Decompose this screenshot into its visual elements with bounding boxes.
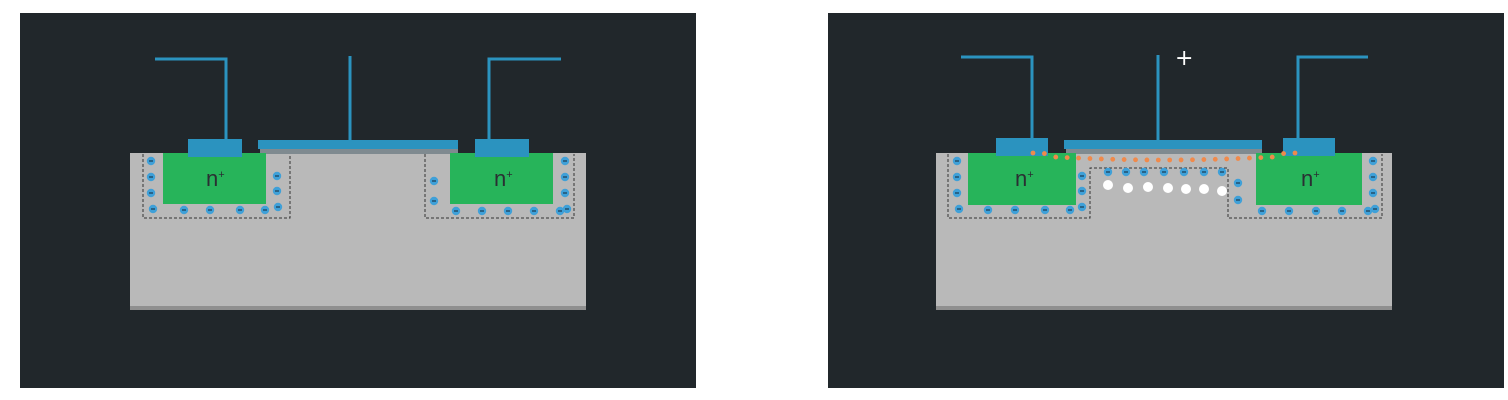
electron-icon <box>1212 156 1218 162</box>
mosfet-off-panel: n+ n+ <box>20 13 696 388</box>
electron-icon <box>1269 154 1275 160</box>
electron-icon <box>1064 155 1070 160</box>
electron-icon <box>1041 151 1047 156</box>
hole-icon <box>1123 183 1133 193</box>
electron-icon <box>1224 156 1230 162</box>
hole-icon <box>1143 182 1153 192</box>
drain-n-region <box>450 153 553 204</box>
mosfet-on-diagram: n+ n+ + <box>936 46 1392 310</box>
electron-icon <box>1235 156 1241 161</box>
electron-icon <box>1087 156 1093 161</box>
drain-wire <box>487 57 561 139</box>
source-contact <box>996 138 1048 156</box>
mosfet-off-diagram: n+ n+ <box>130 56 586 310</box>
source-label: n+ <box>1015 166 1034 191</box>
hole-icon <box>1103 180 1113 190</box>
substrate-shadow <box>130 306 586 310</box>
mosfet-on-panel: n+ n+ + <box>828 13 1504 388</box>
source-label: n+ <box>206 166 225 191</box>
drain-contact <box>1283 138 1335 156</box>
electron-icon <box>1030 150 1036 156</box>
drain-wire <box>1296 55 1368 138</box>
hole-icon <box>1163 183 1173 193</box>
depletion-boundary <box>947 154 1383 219</box>
electron-icon <box>1201 157 1207 162</box>
electron-icon <box>1144 157 1150 163</box>
depletion-charges <box>146 156 572 216</box>
electron-icon <box>1281 151 1287 156</box>
drain-depletion-boundary <box>424 154 575 219</box>
electron-icon <box>1133 157 1138 163</box>
electron-icon <box>1292 150 1298 156</box>
hole-icon <box>1199 184 1209 194</box>
electron-icon <box>1053 154 1059 160</box>
source-contact <box>188 139 242 157</box>
gate-oxide <box>1066 148 1262 154</box>
drain-contact <box>475 139 529 157</box>
substrate-shadow <box>936 306 1392 310</box>
drain-label: n+ <box>1301 166 1320 191</box>
hole-icon <box>1217 186 1227 196</box>
electron-icon <box>1121 157 1127 162</box>
electron-icon <box>1258 155 1264 160</box>
gate-oxide <box>260 148 458 154</box>
source-wire <box>155 57 228 139</box>
electron-icon <box>1110 156 1116 162</box>
electron-icon <box>1098 156 1104 162</box>
carriers <box>952 150 1380 216</box>
hole-icon <box>1181 184 1191 194</box>
gate-electrode <box>258 140 458 149</box>
gate-electrode <box>1064 140 1262 149</box>
source-n-region <box>163 153 266 204</box>
electron-icon <box>1247 155 1252 161</box>
source-wire <box>961 55 1034 138</box>
electron-icon <box>1167 157 1173 163</box>
electron-icon <box>1178 157 1184 163</box>
source-n-region <box>968 153 1076 205</box>
drain-n-region <box>1256 153 1362 205</box>
drain-label: n+ <box>494 166 513 191</box>
electron-icon <box>1155 157 1161 163</box>
gate-positive-sign: + <box>1175 46 1193 71</box>
source-depletion-boundary <box>142 154 291 219</box>
electron-icon <box>1076 155 1081 161</box>
electron-icon <box>1190 157 1195 163</box>
